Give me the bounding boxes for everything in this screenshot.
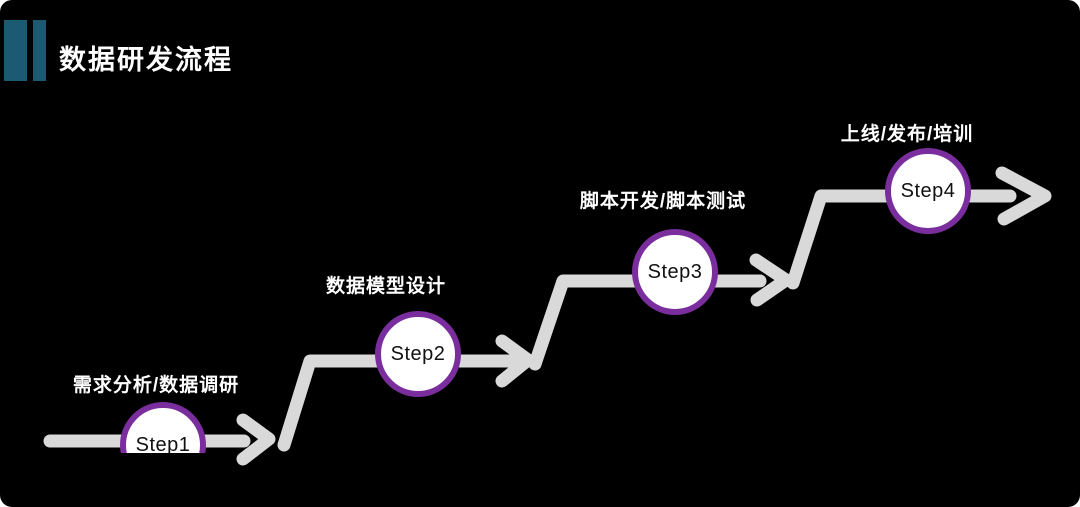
step-circle-label: Step1 — [135, 433, 191, 456]
title-accent-bar-icon — [4, 20, 27, 81]
title-accent-bar-icon — [33, 20, 46, 81]
step-caption-4: 上线/发布/培训 — [840, 124, 974, 145]
step-circle-label: Step3 — [647, 260, 703, 283]
arrowhead-3-icon — [749, 253, 793, 307]
arrowhead-4-icon — [995, 166, 1052, 226]
step-caption-1: 需求分析/数据调研 — [72, 375, 240, 396]
title-block: 数据研发流程 — [0, 0, 400, 100]
step-circle-2: Step2 — [375, 311, 461, 397]
page-title: 数据研发流程 — [59, 45, 233, 75]
arrowhead-1-icon — [236, 413, 276, 466]
step-caption-2: 数据模型设计 — [325, 276, 447, 297]
step-circle-label: Step4 — [900, 179, 956, 202]
step-circle-4: Step4 — [885, 148, 971, 234]
step-circle-label: Step2 — [390, 342, 446, 365]
step-caption-3: 脚本开发/脚本测试 — [579, 191, 747, 212]
arrowhead-2-icon — [495, 334, 535, 388]
step-circle-3: Step3 — [632, 229, 718, 315]
